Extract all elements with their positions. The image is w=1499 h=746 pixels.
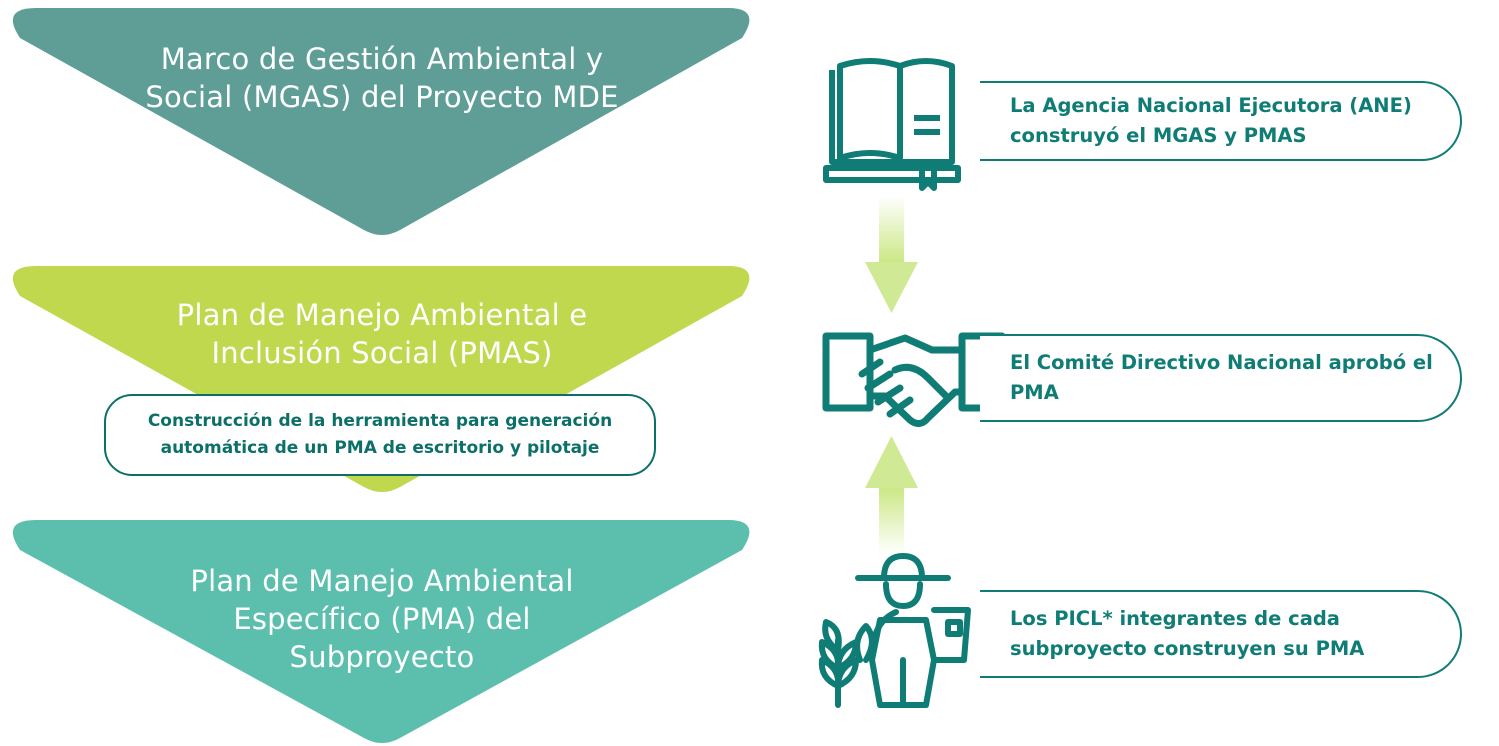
arrow-down [865,196,918,313]
stage-2-title: Plan de Manejo Ambiental e Inclusión Soc… [176,298,588,370]
book-icon [823,58,961,191]
farmer-icon [818,553,971,708]
stage-3-title: Plan de Manejo Ambiental Específico (PMA… [190,564,574,674]
stage-1-title: Marco de Gestión Ambiental y Social (MGA… [145,42,619,114]
arrow-up [865,436,918,554]
handshake-icon [822,332,1006,427]
stage-2-chevron [12,266,750,492]
actor-1-box: La Agencia Nacional Ejecutora (ANE) cons… [980,81,1462,161]
stage-1-chevron [12,8,750,235]
actor-3-box: Los PICL* integrantes de cada subproyect… [980,590,1462,678]
actor-2-box: El Comité Directivo Nacional aprobó el P… [980,334,1462,422]
stage-3-chevron [12,520,750,743]
stage-2-note: Construcción de la herramienta para gene… [104,394,656,476]
